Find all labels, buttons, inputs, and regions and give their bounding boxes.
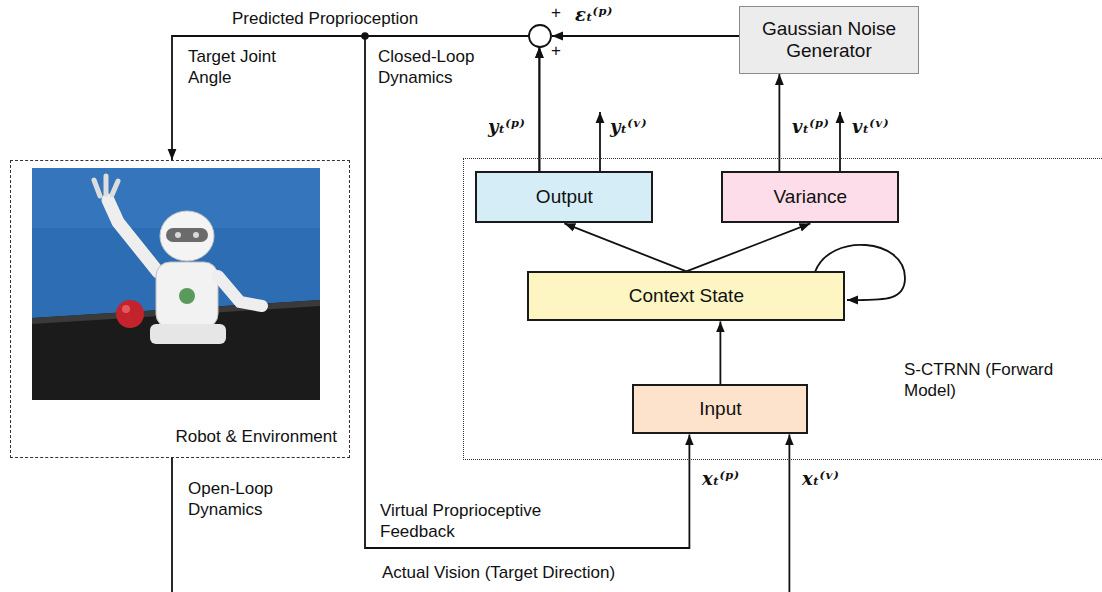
- input-box: Input: [632, 384, 808, 434]
- variance-box: Variance: [721, 171, 899, 223]
- model-region: S-CTRNN (Forward Model) Output VarianceCon…: [463, 158, 1102, 460]
- sign-label: +: [551, 2, 561, 23]
- box-label: Variance: [774, 186, 848, 208]
- sign-label: +: [551, 40, 561, 61]
- environment-frame: Robot & Environment: [10, 160, 350, 458]
- signal-connector: [172, 434, 789, 592]
- signal-connector: [564, 223, 686, 271]
- variable-label: εₜ⁽ᵖ⁾: [575, 4, 612, 27]
- connector-segment: [778, 74, 780, 171]
- box-label: Gaussian Noise Generator: [750, 18, 908, 62]
- region-label: Robot & Environment: [175, 426, 337, 447]
- connector-segment: [538, 47, 540, 171]
- signal-connector: [686, 223, 810, 271]
- signal-label: Virtual Proprioceptive Feedback: [380, 500, 585, 543]
- variable-label: vₜ⁽ᵛ⁾: [852, 116, 889, 139]
- output-arrow: [839, 112, 841, 172]
- signal-connector: [779, 74, 780, 171]
- connector-segment: [788, 434, 790, 592]
- variable-label: vₜ⁽ᵖ⁾: [792, 116, 829, 139]
- connector-segment: [171, 458, 173, 592]
- signal-label: Open-Loop Dynamics: [188, 478, 300, 521]
- connector-segment: [172, 36, 528, 160]
- signal-label: Predicted Proprioception: [232, 8, 418, 29]
- signal-label: Actual Vision (Target Direction): [382, 562, 615, 583]
- box-label: Output: [536, 186, 593, 208]
- variable-label: xₜ⁽ᵛ⁾: [802, 468, 839, 491]
- context-box: Context State: [527, 271, 845, 321]
- variable-label: yₜ⁽ᵖ⁾: [488, 116, 525, 139]
- signal-connector: [172, 36, 539, 171]
- connector-segment: [538, 47, 540, 171]
- robot-photo: [32, 168, 320, 400]
- variable-label: yₜ⁽ᵛ⁾: [610, 116, 647, 139]
- connector-segment: [719, 321, 721, 384]
- output-arrow: [599, 112, 601, 172]
- box-label: Context State: [629, 285, 744, 307]
- summing-junction: [529, 25, 551, 47]
- connector-segment: [686, 223, 810, 271]
- connector-segment: [564, 223, 686, 271]
- noise-box: Gaussian Noise Generator: [739, 6, 919, 74]
- noise-arrow: [552, 35, 740, 37]
- output-box: Output: [475, 171, 653, 223]
- region-label: S-CTRNN (Forward Model): [904, 359, 1079, 402]
- variable-label: xₜ⁽ᵖ⁾: [702, 468, 739, 491]
- signal-connector: [720, 321, 721, 384]
- signal-label: Target Joint Angle: [188, 46, 298, 89]
- box-label: Input: [699, 398, 741, 420]
- signal-label: Closed-Loop Dynamics: [378, 46, 498, 89]
